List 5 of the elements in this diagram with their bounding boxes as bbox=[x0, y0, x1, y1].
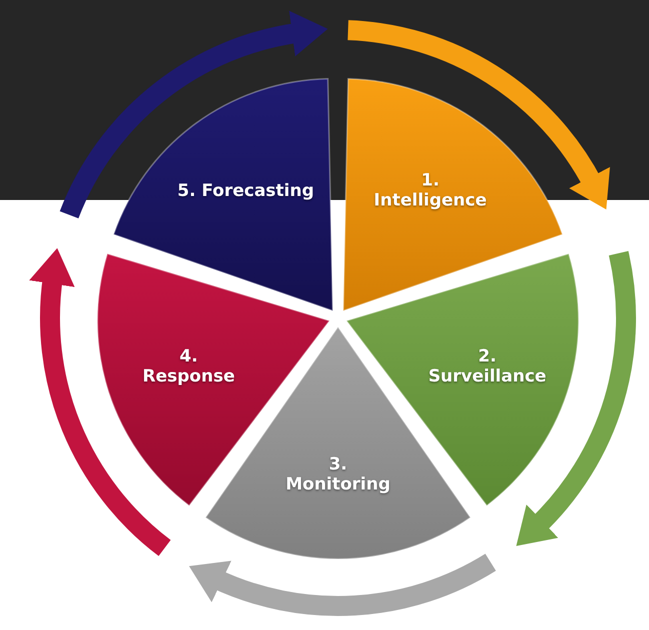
segment-label: 1. Intelligence bbox=[374, 170, 487, 212]
segment-label: 5. Forecasting bbox=[177, 180, 314, 202]
segment-label: 2. Surveillance bbox=[428, 346, 546, 387]
segment-label: 4. Response bbox=[142, 346, 235, 387]
segment-label: 3. Monitoring bbox=[286, 454, 390, 496]
